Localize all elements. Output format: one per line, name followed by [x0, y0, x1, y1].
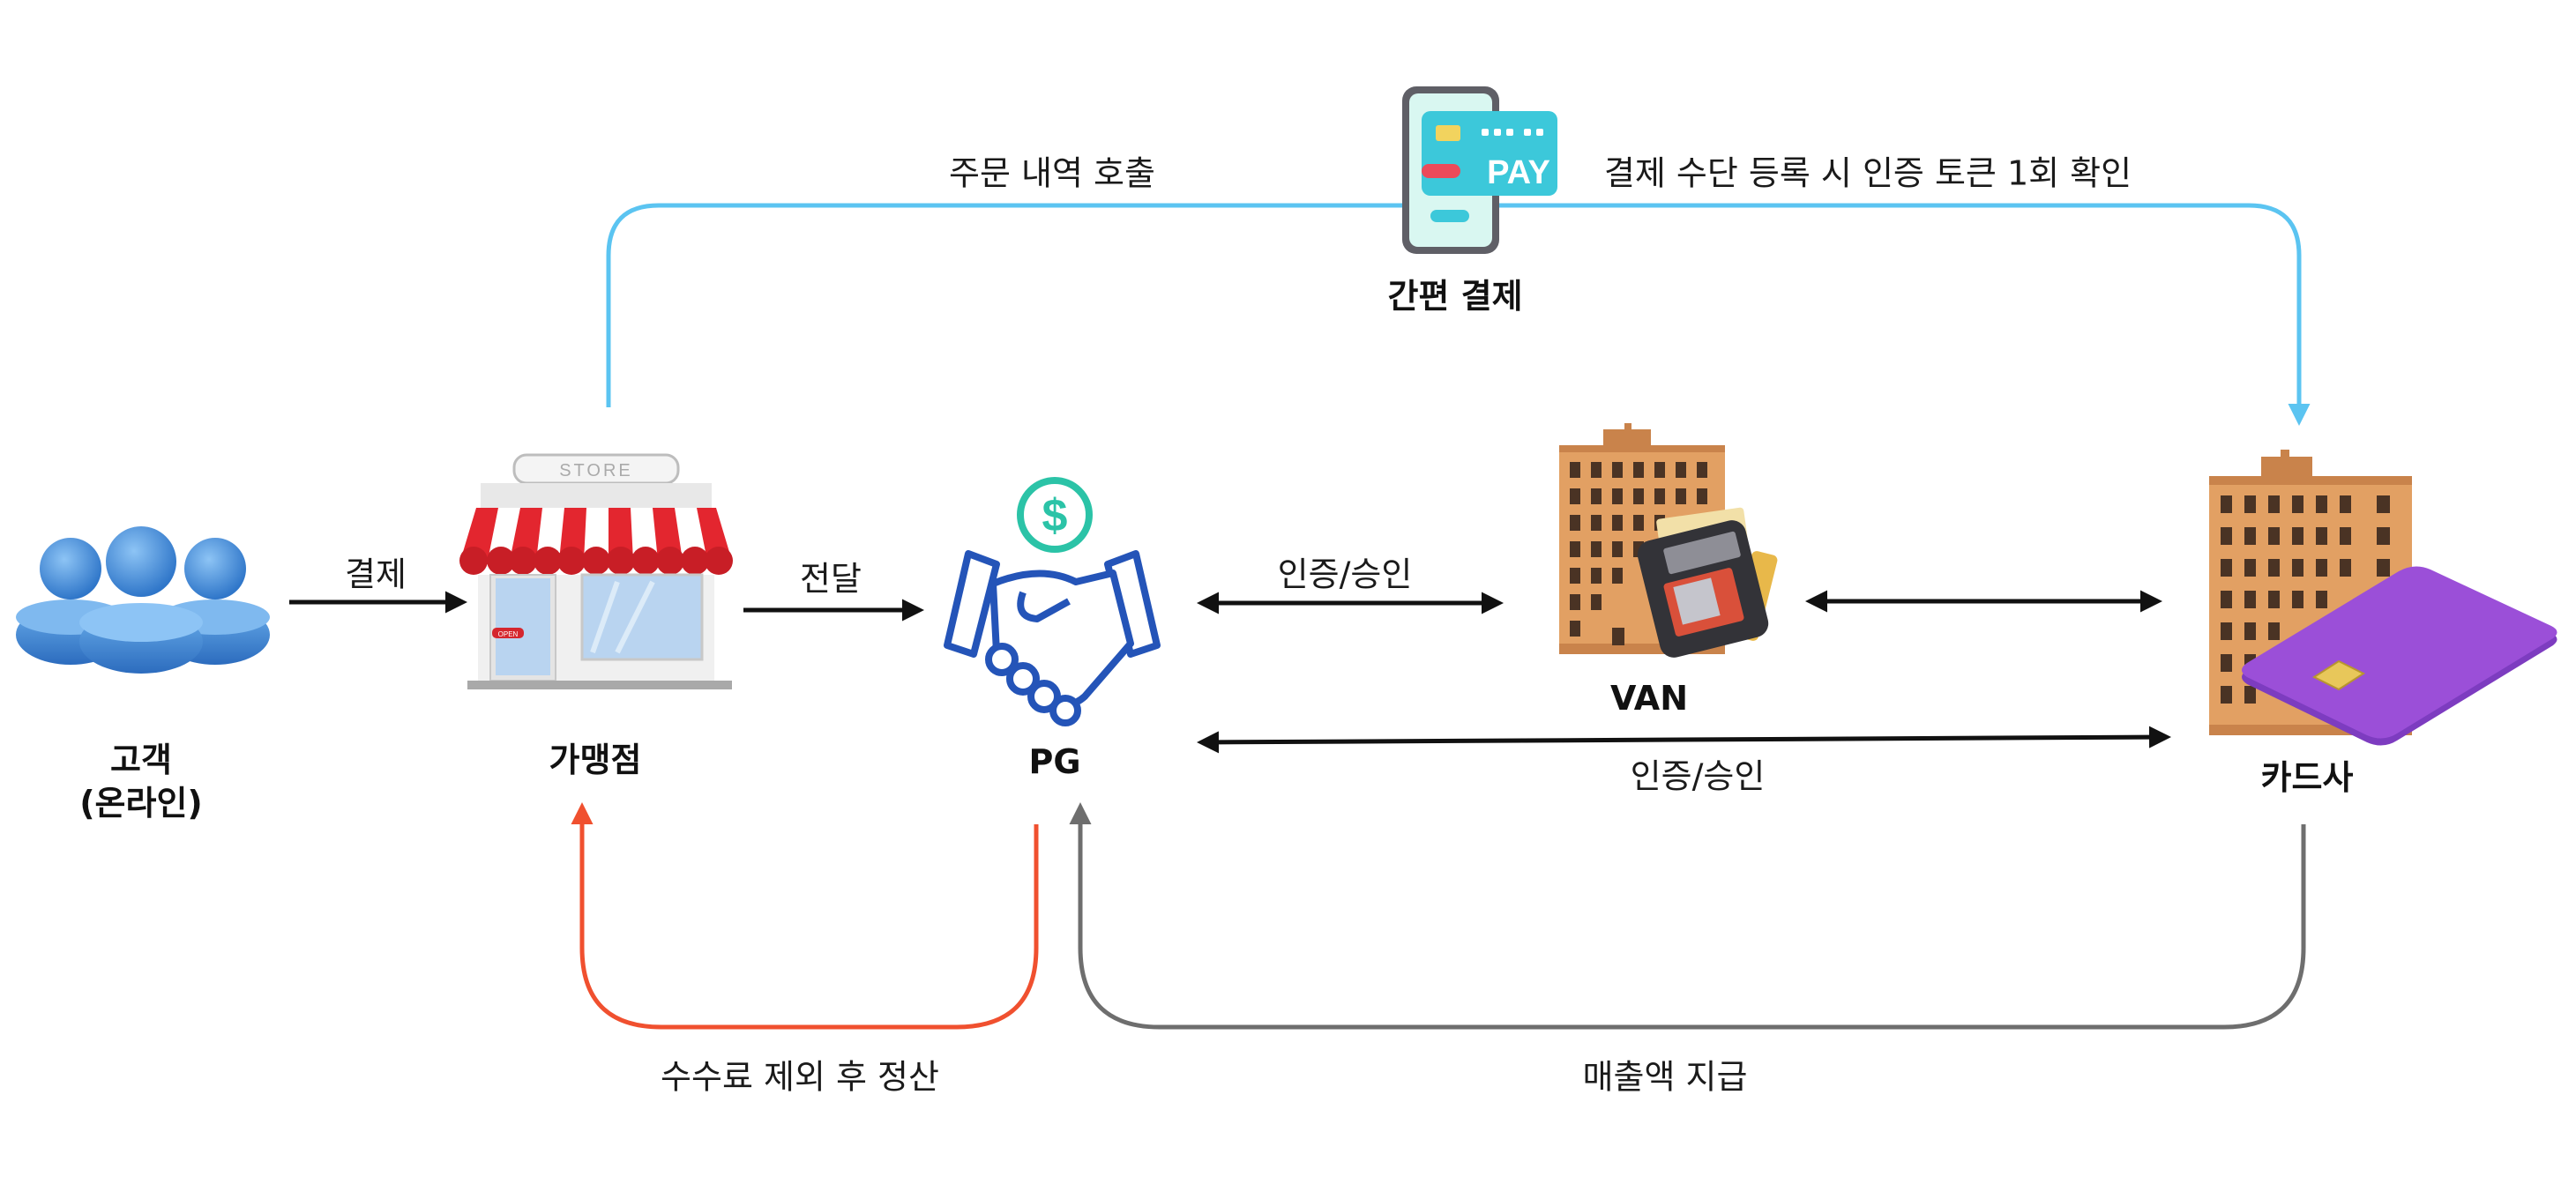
merchant-label: 가맹점	[549, 741, 642, 779]
pg-handshake-icon: $	[944, 477, 1161, 726]
card-terminal-icon	[1637, 507, 1778, 658]
easy-pay-label: 간편 결제	[1387, 277, 1523, 316]
payment-edge-label: 결제	[345, 555, 407, 594]
card-chip	[2311, 659, 2366, 691]
token-check-label: 결제 수단 등록 시 인증 토큰 1회 확인	[1603, 153, 2132, 193]
customer-label-line1: 고객	[110, 741, 172, 779]
credit-card-icon	[2242, 566, 2557, 746]
card-company-label: 카드사	[2260, 758, 2354, 797]
sales-payout-flow-line	[1069, 802, 2306, 1030]
store-door-sign: OPEN	[498, 630, 519, 638]
pg-card-auth-arrow	[1197, 726, 2171, 754]
pg-label: PG	[1028, 742, 1081, 781]
sales-payout-label: 매출액 지급	[1582, 1057, 1748, 1097]
pg-card-auth-label: 인증/승인	[1630, 756, 1766, 796]
order-history-label: 주문 내역 호출	[949, 153, 1155, 193]
easy-pay-phone-icon: PAY	[1402, 86, 1557, 254]
settlement-label: 수수료 제외 후 정산	[661, 1057, 939, 1097]
settlement-flow-line	[571, 802, 1039, 1030]
pay-card-text: PAY	[1487, 154, 1550, 191]
van-label: VAN	[1609, 679, 1689, 718]
store-icon: STORE OPEN	[459, 453, 733, 689]
customer-label-line2: (온라인)	[79, 784, 203, 823]
coin-symbol: $	[1042, 490, 1068, 541]
forward-edge-label: 전달	[800, 559, 862, 599]
store-sign: STORE	[559, 461, 633, 480]
pg-van-auth-label: 인증/승인	[1277, 555, 1413, 594]
customer-label: 고객 (온라인)	[79, 739, 203, 826]
customer-people-icon	[16, 526, 270, 674]
dollar-coin-icon	[1017, 477, 1093, 553]
